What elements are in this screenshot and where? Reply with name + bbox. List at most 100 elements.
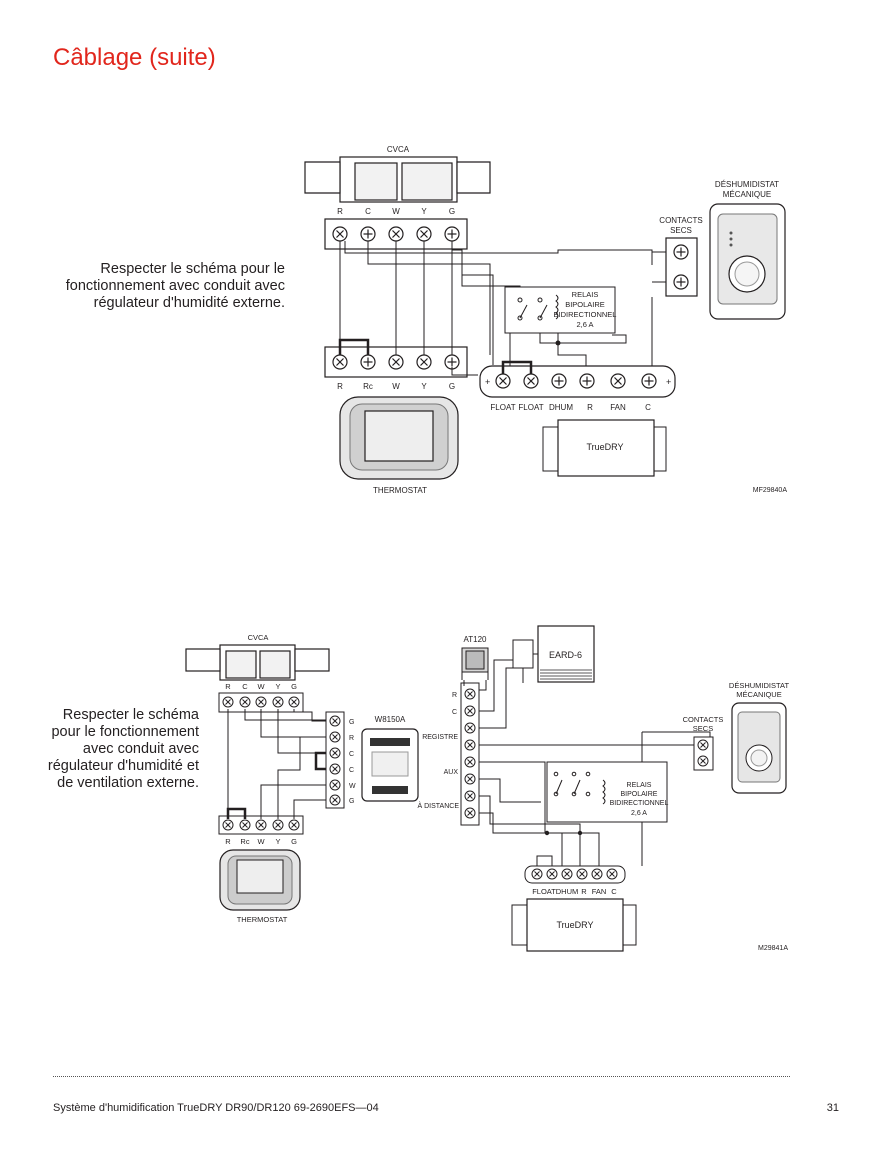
thermostat-label: THERMOSTAT — [373, 486, 427, 495]
relay-label-4: 2,6 A — [576, 320, 593, 329]
eard-relay-box — [512, 639, 534, 669]
eard-label-c: C — [452, 709, 457, 716]
hvac-terminal-R: R — [337, 207, 343, 216]
hvac-terminal-C: C — [242, 682, 248, 691]
truedry-terminal-labels: FLOAT DHUM R FAN C — [532, 887, 617, 896]
truedry-terminal-r: R — [581, 887, 587, 896]
page-title: Câblage (suite) — [53, 44, 216, 71]
hvac-unit — [304, 156, 491, 203]
w8150-terminal-W: W — [349, 783, 356, 790]
dehumidistat — [709, 203, 786, 320]
thermostat-label: THERMOSTAT — [237, 915, 288, 924]
truedry-label: TrueDRY — [586, 442, 623, 452]
hvac-terminal-G: G — [291, 682, 297, 691]
relay-label-1: RELAIS — [572, 290, 599, 299]
relay — [504, 286, 616, 334]
svg-text:+: + — [666, 377, 671, 387]
truedry-terminal-c: C — [645, 403, 651, 412]
relay-label-2: BIPOLAIRE — [565, 300, 605, 309]
truedry-unit — [542, 419, 667, 477]
dry-contacts-label-1: CONTACTS — [659, 216, 702, 225]
relay-label-3: BIDIRECTIONNEL — [610, 800, 669, 807]
truedry-terminal-float-2: FLOAT — [518, 403, 543, 412]
w8150-terminal-G1: G — [349, 719, 354, 726]
truedry-terminal-float: FLOAT — [532, 887, 556, 896]
at120-label: AT120 — [464, 635, 488, 644]
thermostat — [339, 396, 459, 480]
dry-contacts-label: CONTACTS SECS — [659, 216, 702, 235]
dehumidistat-label: DÉSHUMIDISTAT MÉCANIQUE — [729, 681, 790, 699]
truedry-terminal-dhum: DHUM — [556, 887, 579, 896]
tstat-terminal-G: G — [449, 382, 455, 391]
diagram1: CVCA R C W Y G R Rc W Y G THE — [304, 145, 788, 495]
eard-side-labels: R C REGISTRE AUX À DISTANCE — [418, 692, 460, 810]
truedry-terminal-fan: FAN — [592, 887, 607, 896]
hvac-terminal-Y: Y — [421, 207, 427, 216]
page-number: 31 — [826, 1102, 839, 1114]
eard-label-aux: AUX — [444, 769, 459, 776]
diagram2-caption: Respecter le schéma pour le fonctionneme… — [47, 707, 199, 791]
thermostat-terminal-labels: R Rc W Y G — [225, 837, 297, 846]
eard-label-r: R — [452, 692, 457, 699]
w8150-terminal-R: R — [349, 735, 354, 742]
relay-label-3: BIDIRECTIONNEL — [554, 310, 617, 319]
w8150-device — [361, 728, 419, 802]
diagram1-caption: Respecter le schéma pour le fonctionneme… — [65, 261, 285, 311]
figure-id: M29841A — [758, 945, 788, 952]
dry-contacts-label: CONTACTS SECS — [683, 715, 724, 733]
truedry-terminal-r: R — [587, 403, 593, 412]
truedry-terminal-c: C — [611, 887, 617, 896]
hvac-terminal-W: W — [392, 207, 400, 216]
relay-label-2: BIPOLAIRE — [621, 791, 658, 798]
truedry-label: TrueDRY — [556, 920, 593, 930]
dehumidistat-label-2: MÉCANIQUE — [723, 190, 771, 199]
truedry-terminal-labels: FLOAT FLOAT DHUM R FAN C — [490, 403, 651, 412]
relay-label-1: RELAIS — [627, 782, 652, 789]
tstat-terminal-R: R — [225, 837, 231, 846]
hvac-terminal-Y: Y — [275, 682, 280, 691]
eard-terminal-strip — [460, 682, 480, 826]
tstat-terminal-G: G — [291, 837, 297, 846]
dehumidistat — [731, 702, 787, 794]
eard-label-distance: À DISTANCE — [418, 801, 460, 810]
w8150-terminal-C1: C — [349, 751, 354, 758]
truedry-terminal-float-1: FLOAT — [490, 403, 515, 412]
dry-contacts-label-1: CONTACTS — [683, 715, 724, 724]
thermostat-terminal-labels: R Rc W Y G — [337, 382, 455, 391]
eard-6 — [537, 625, 595, 683]
dehumidistat-label-2: MÉCANIQUE — [736, 690, 781, 699]
tstat-terminal-W: W — [257, 837, 265, 846]
truedry-unit — [511, 898, 637, 952]
tstat-terminal-Rc: Rc — [240, 837, 249, 846]
relay-label: RELAIS BIPOLAIRE BIDIRECTIONNEL 2,6 A — [610, 782, 669, 817]
w8150-terminal-labels: G R C C W G — [349, 719, 356, 805]
figure-id: MF29840A — [753, 487, 788, 494]
wires-left — [227, 709, 326, 819]
dehumidistat-label-1: DÉSHUMIDISTAT — [715, 180, 779, 189]
hvac-terminal-labels: R C W Y G — [337, 207, 455, 216]
w8150-label: W8150A — [375, 715, 406, 724]
hvac-unit — [185, 644, 330, 681]
at120-transformer — [461, 647, 489, 680]
eard-label-registre: REGISTRE — [422, 734, 458, 741]
hvac-terminal-C: C — [365, 207, 371, 216]
hvac-terminal-G: G — [449, 207, 455, 216]
footer-rule — [53, 1076, 790, 1077]
truedry-terminal-dhum: DHUM — [549, 403, 573, 412]
tstat-terminal-Y: Y — [421, 382, 427, 391]
tstat-terminal-R: R — [337, 382, 343, 391]
hvac-label: CVCA — [387, 145, 410, 154]
hvac-label: CVCA — [248, 633, 269, 642]
hvac-terminal-W: W — [257, 682, 265, 691]
truedry-terminal-fan: FAN — [610, 403, 626, 412]
thermostat — [219, 849, 301, 911]
dehumidistat-label-1: DÉSHUMIDISTAT — [729, 681, 790, 690]
dry-contacts-label-2: SECS — [693, 724, 713, 733]
relay-label: RELAIS BIPOLAIRE BIDIRECTIONNEL 2,6 A — [554, 290, 617, 329]
relay — [546, 761, 668, 823]
tstat-terminal-Y: Y — [275, 837, 280, 846]
diagram2: CVCA R C W Y G G R C C W G W8150A — [185, 625, 790, 952]
hvac-terminal-R: R — [225, 682, 231, 691]
w8150-terminal-C2: C — [349, 767, 354, 774]
relay-label-4: 2,6 A — [631, 810, 647, 817]
